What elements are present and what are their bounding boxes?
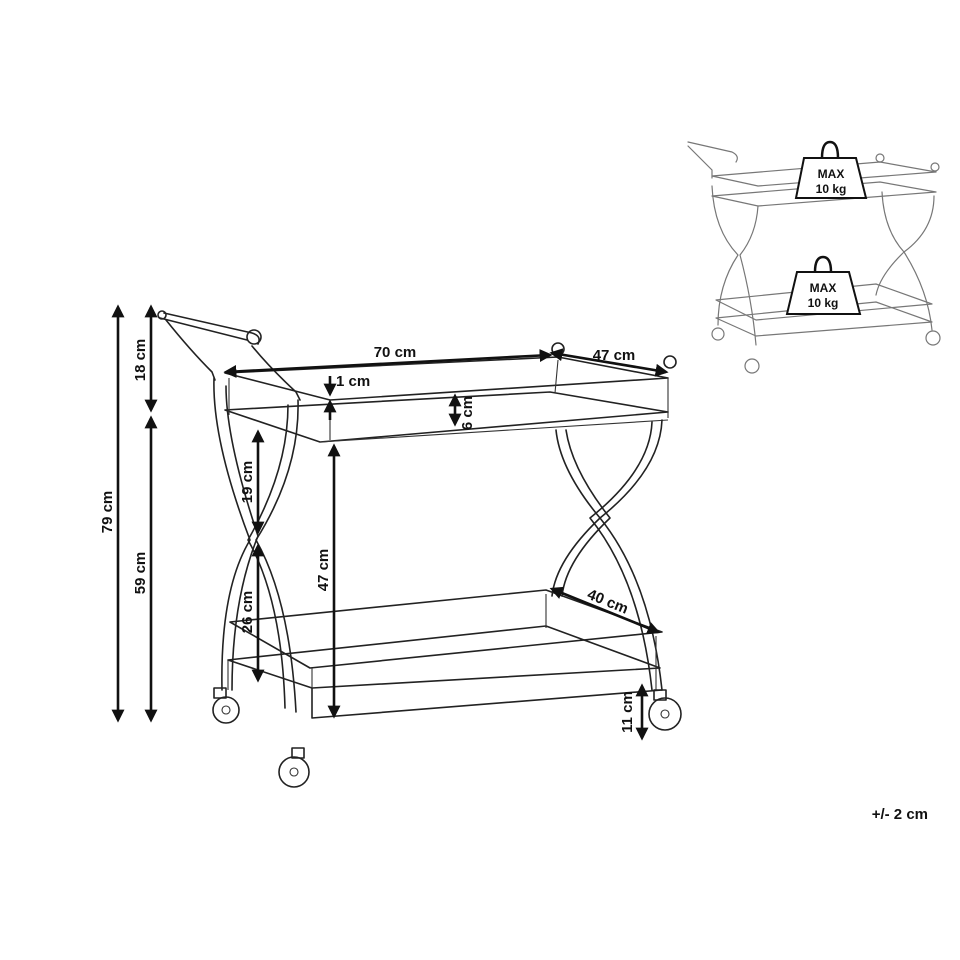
right-leg-front-2 (589, 421, 653, 691)
label-total-height: 79 cm (99, 491, 116, 534)
wheel-front-right (648, 689, 682, 731)
label-lower-cross: 26 cm (239, 591, 256, 634)
arrow-width (223, 349, 553, 378)
bottom-tray-shelf (227, 625, 661, 689)
top-tray-posts (228, 359, 669, 440)
tolerance-note: +/- 2 cm (871, 806, 928, 823)
left-leg-outer-2 (225, 385, 259, 691)
mini-knob-2 (930, 162, 940, 172)
handle-end-cap (157, 310, 167, 320)
label-top-rail: 18 cm (132, 339, 149, 382)
label-upper-cross: 19 cm (239, 461, 256, 504)
top-weight-icon: MAX 10 kg (794, 140, 868, 199)
mini-right-leg-2 (903, 195, 935, 331)
load-capacity-drawing: MAX 10 kg MAX 10 kg (687, 140, 941, 374)
right-leg-back-2 (561, 429, 611, 597)
mini-wheel-2 (744, 358, 760, 374)
mini-right-leg-1 (875, 191, 905, 296)
label-rim-top: 1 cm (336, 373, 370, 390)
bottom-weight-icon: MAX 10 kg (785, 255, 862, 315)
right-leg-back (551, 429, 601, 597)
label-lower-height: 59 cm (132, 552, 149, 595)
mini-knob-1 (875, 153, 885, 163)
bottom-tray-posts (227, 594, 657, 690)
dimension-arrows (111, 304, 669, 741)
mini-handle (687, 141, 738, 163)
wheel-front-left (278, 747, 310, 788)
left-leg-inner (255, 399, 299, 713)
bottom-weight-value: 10 kg (808, 296, 839, 310)
top-tray-edge (319, 419, 669, 443)
label-shelf-gap: 6 cm (459, 396, 476, 430)
arrow-depth-bottom (549, 586, 661, 635)
top-weight-value: 10 kg (816, 182, 847, 196)
arrow-depth-top (549, 348, 669, 377)
handle-bar-lower (159, 317, 248, 341)
bottom-tray-front-edge (311, 687, 663, 719)
bottom-weight-label: MAX (810, 281, 837, 295)
main-trolley-drawing (157, 310, 682, 788)
bottom-tray-rim (229, 589, 663, 669)
handle-knob (246, 329, 262, 345)
mini-wheel-3 (925, 330, 941, 346)
label-width: 70 cm (374, 344, 417, 361)
left-leg-outer (213, 377, 251, 691)
wheel-back-left (212, 687, 240, 724)
left-leg-inner-2 (247, 404, 289, 709)
handle-right-strut (251, 345, 301, 401)
mini-left-leg-2 (739, 205, 759, 346)
mini-wheel-1 (711, 327, 725, 341)
top-weight-label: MAX (818, 167, 845, 181)
label-shelf-clearance: 47 cm (315, 549, 332, 592)
label-depth-top: 47 cm (593, 347, 636, 364)
mini-handle-strut (687, 145, 713, 179)
top-corner-knob-front (663, 355, 677, 369)
handle-left-strut (165, 319, 216, 381)
label-ground-clearance: 11 cm (619, 691, 636, 733)
